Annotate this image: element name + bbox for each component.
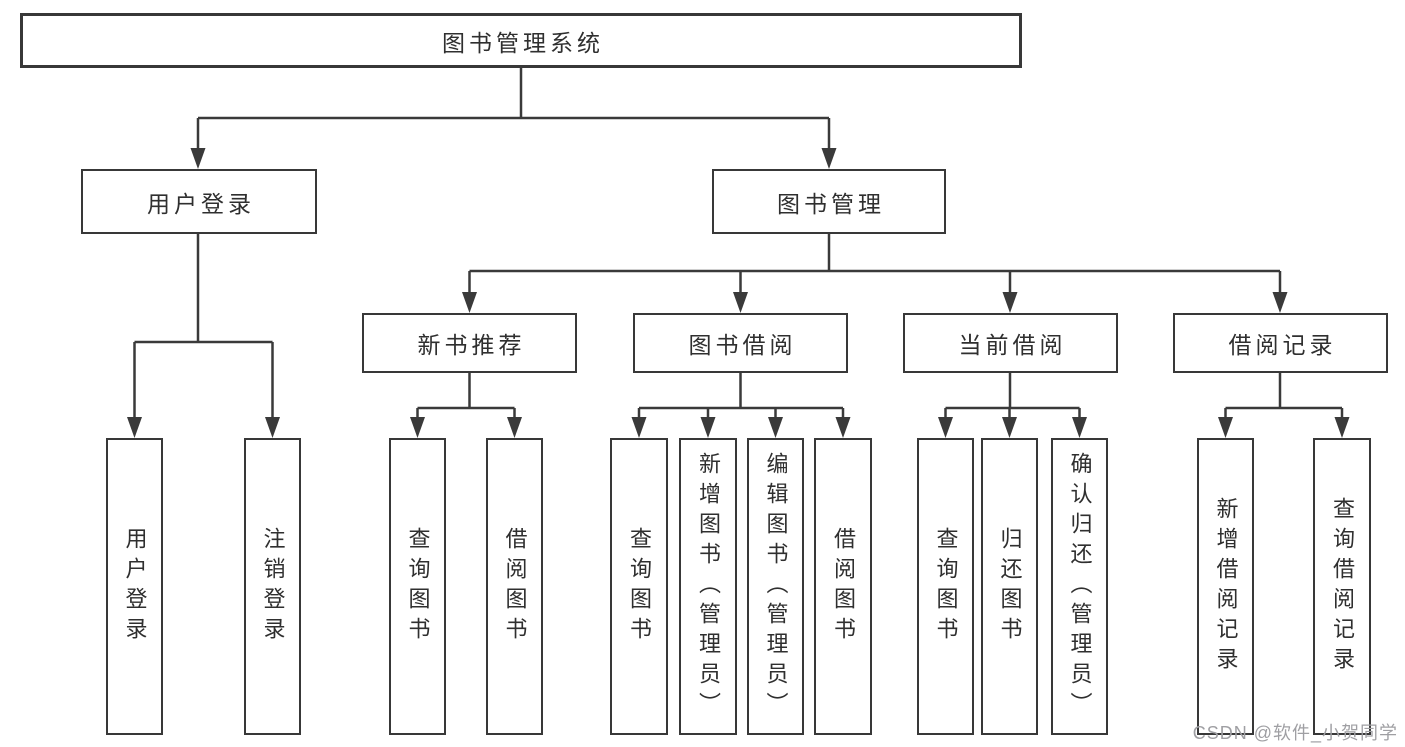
leaf-user-login: 用户登录 (106, 438, 163, 735)
leaf-edit-books-admin: 编辑图书（管理员） (747, 438, 804, 735)
node-user-login: 用户登录 (81, 169, 317, 234)
leaf-logout: 注销登录 (244, 438, 301, 735)
node-library-system: 图书管理系统 (20, 13, 1022, 68)
node-book-borrowing: 图书借阅 (633, 313, 848, 373)
leaf-borrow-books-recommend: 借阅图书 (486, 438, 543, 735)
node-current-borrowing: 当前借阅 (903, 313, 1118, 373)
leaf-borrow-books: 借阅图书 (814, 438, 872, 735)
leaf-query-books-borrow: 查询图书 (610, 438, 668, 735)
node-book-management: 图书管理 (712, 169, 946, 234)
node-borrow-records: 借阅记录 (1173, 313, 1388, 373)
leaf-query-books-current: 查询图书 (917, 438, 974, 735)
leaf-add-books-admin: 新增图书（管理员） (679, 438, 737, 735)
leaf-confirm-return-admin: 确认归还（管理员） (1051, 438, 1108, 735)
leaf-query-books-recommend: 查询图书 (389, 438, 446, 735)
watermark: CSDN @软件_小贺同学 (1192, 723, 1398, 743)
leaf-add-borrow-record: 新增借阅记录 (1197, 438, 1254, 735)
leaf-return-books: 归还图书 (981, 438, 1038, 735)
leaf-query-borrow-record: 查询借阅记录 (1313, 438, 1371, 735)
node-new-book-recommend: 新书推荐 (362, 313, 577, 373)
